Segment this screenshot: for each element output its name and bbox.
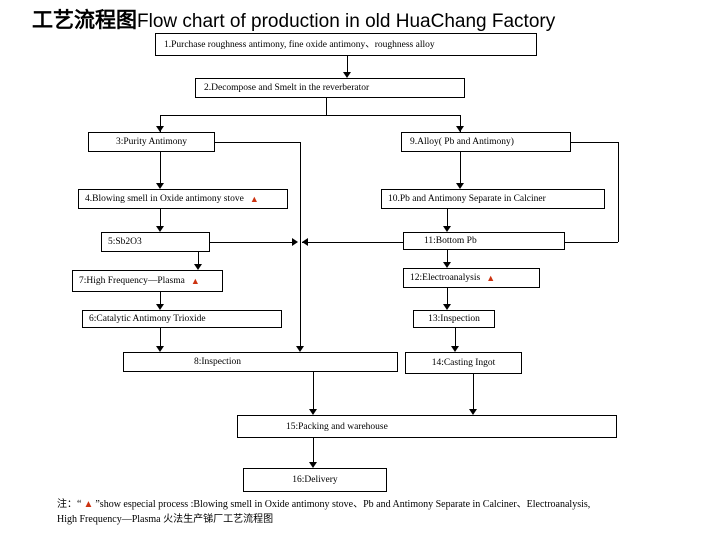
special-process-marker-icon: ▲: [486, 272, 496, 283]
node-11-bottom-pb: 11:Bottom Pb: [403, 232, 565, 250]
flow-connector-line: [447, 288, 448, 305]
flow-arrowhead-icon: [309, 409, 317, 415]
node-11-label: 11:Bottom Pb: [424, 236, 477, 246]
flow-arrowhead-icon: [443, 262, 451, 268]
flow-arrowhead-icon: [451, 346, 459, 352]
flow-arrowhead-icon: [456, 183, 464, 189]
flow-connector-line: [160, 292, 161, 306]
flow-arrowhead-icon: [156, 304, 164, 310]
special-process-marker-icon: ▲: [83, 499, 94, 510]
flow-connector-line: [313, 438, 314, 465]
node-6-label: 6:Catalytic Antimony Trioxide: [89, 314, 206, 324]
flow-connector-line: [198, 252, 199, 266]
flow-arrowhead-icon: [156, 346, 164, 352]
node-12-electroanalysis: 12:Electroanalysis ▲: [403, 268, 540, 288]
flow-arrowhead-icon: [194, 264, 202, 270]
flow-connector-line: [460, 152, 461, 185]
flow-arrowhead-icon: [156, 126, 164, 132]
node-3-label: 3:Purity Antimony: [116, 137, 187, 147]
flow-connector-line: [571, 142, 618, 143]
footnote-line-1: 注：“▲”show especial process :Blowing smel…: [57, 497, 682, 512]
flow-connector-line: [160, 115, 461, 116]
flow-connector-line: [302, 242, 403, 243]
node-14-label: 14:Casting Ingot: [431, 358, 496, 368]
node-12-label: 12:Electroanalysis: [410, 273, 481, 283]
flow-connector-line: [455, 328, 456, 347]
footnote-text: ”show especial process :Blowing smell in…: [95, 499, 591, 510]
node-10-separate-calciner: 10.Pb and Antimony Separate in Calciner: [381, 189, 605, 209]
flow-connector-line: [160, 115, 161, 132]
flow-connector-line: [473, 374, 474, 412]
flow-connector-line: [160, 328, 161, 348]
node-14-casting-ingot: 14:Casting Ingot: [405, 352, 522, 374]
flow-connector-line: [160, 209, 161, 228]
node-10-label: 10.Pb and Antimony Separate in Calciner: [388, 194, 546, 204]
page-title-chinese: 工艺流程图: [32, 9, 137, 32]
flow-arrowhead-icon: [309, 462, 317, 468]
flow-connector-line: [313, 372, 314, 410]
flow-arrowhead-icon: [292, 238, 298, 246]
node-5-label: 5:Sb2O3: [108, 237, 142, 247]
node-15-label: 15:Packing and warehouse: [286, 421, 388, 432]
page-title: 工艺流程图Flow chart of production in old Hua…: [32, 4, 555, 34]
footnote-line-2: High Frequency—Plasma 火法生产锑厂工艺流程图: [57, 514, 274, 525]
flow-arrowhead-icon: [443, 304, 451, 310]
node-8-label: 8:Inspection: [194, 357, 241, 367]
node-1-purchase: 1.Purchase roughness antimony, fine oxid…: [155, 33, 537, 56]
flow-connector-line: [447, 209, 448, 227]
node-8-inspection: 8:Inspection: [123, 352, 398, 372]
flow-connector-line: [347, 56, 348, 74]
flow-connector-line: [447, 250, 448, 263]
node-15-packing-warehouse: 15:Packing and warehouse: [237, 415, 617, 438]
node-4-label: 4.Blowing smell in Oxide antimony stove: [85, 194, 244, 204]
node-3-purity-antimony: 3:Purity Antimony: [88, 132, 215, 152]
node-7-high-frequency-plasma: 7:High Frequency—Plasma ▲: [72, 270, 223, 292]
flow-arrowhead-icon: [443, 226, 451, 232]
flow-arrowhead-icon: [343, 72, 351, 78]
node-13-inspection: 13:Inspection: [413, 310, 495, 328]
special-process-marker-icon: ▲: [249, 193, 259, 204]
footnote-prefix: 注：“: [57, 499, 82, 510]
flow-connector-line: [618, 142, 619, 242]
flow-connector-line: [326, 98, 327, 115]
flow-connector-line: [160, 152, 161, 185]
node-9-label: 9.Alloy( Pb and Antimony): [410, 137, 514, 147]
flow-arrowhead-icon: [456, 126, 464, 132]
flow-arrowhead-icon: [302, 238, 308, 246]
flow-connector-line: [300, 142, 301, 348]
footnote: 注：“▲”show especial process :Blowing smel…: [57, 497, 682, 527]
flow-arrowhead-icon: [156, 183, 164, 189]
flow-arrowhead-icon: [296, 346, 304, 352]
node-2-label: 2.Decompose and Smelt in the reverberato…: [204, 83, 370, 93]
flow-connector-line: [565, 242, 618, 243]
flow-connector-line: [460, 115, 461, 132]
node-6-catalytic-trioxide: 6:Catalytic Antimony Trioxide: [82, 310, 282, 328]
node-16-delivery: 16:Delivery: [243, 468, 387, 492]
node-4-blowing-smelt: 4.Blowing smell in Oxide antimony stove …: [78, 189, 288, 209]
node-5-sb2o3: 5:Sb2O3: [101, 232, 210, 252]
node-13-label: 13:Inspection: [428, 314, 480, 324]
flow-arrowhead-icon: [469, 409, 477, 415]
flow-arrowhead-icon: [156, 226, 164, 232]
special-process-marker-icon: ▲: [190, 275, 200, 286]
node-7-label: 7:High Frequency—Plasma: [79, 276, 185, 286]
node-2-decompose: 2.Decompose and Smelt in the reverberato…: [195, 78, 465, 98]
node-16-label: 16:Delivery: [292, 475, 338, 485]
page-title-english: Flow chart of production in old HuaChang…: [137, 11, 556, 32]
node-9-alloy: 9.Alloy( Pb and Antimony): [401, 132, 571, 152]
node-1-label: 1.Purchase roughness antimony, fine oxid…: [164, 39, 435, 50]
flow-connector-line: [210, 242, 294, 243]
flow-connector-line: [215, 142, 301, 143]
